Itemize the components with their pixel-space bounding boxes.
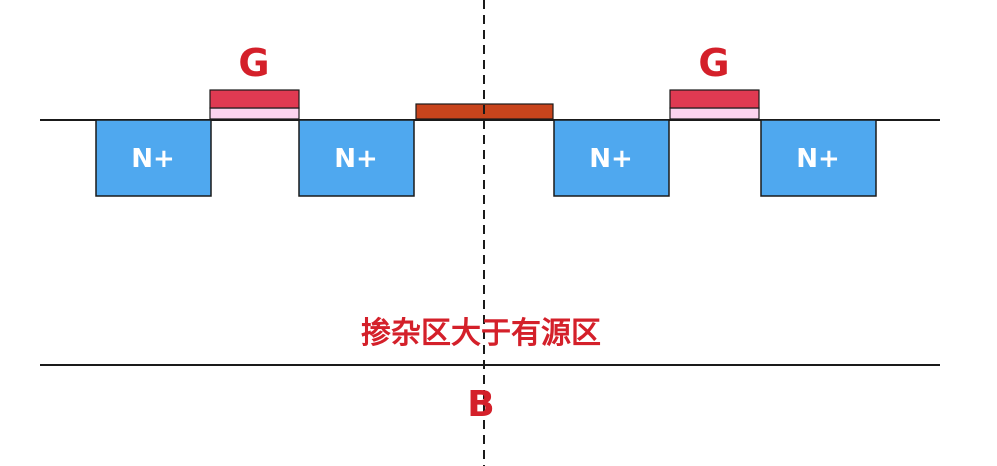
gate-label-left: G bbox=[238, 41, 269, 85]
doping-caption: 掺杂区大于有源区 bbox=[361, 316, 601, 351]
n-plus-region-1 bbox=[95, 119, 212, 197]
body-label: B bbox=[467, 384, 494, 425]
n-plus-label-3: N+ bbox=[589, 144, 633, 174]
gate-label-right: G bbox=[698, 41, 729, 85]
gate-oxide-left bbox=[209, 107, 300, 120]
n-plus-label-2: N+ bbox=[334, 144, 378, 174]
n-plus-region-4 bbox=[760, 119, 877, 197]
n-plus-region-3 bbox=[553, 119, 670, 197]
gate-electrode-right bbox=[669, 89, 760, 109]
gate-oxide-right bbox=[669, 107, 760, 120]
n-plus-region-2 bbox=[298, 119, 415, 197]
n-plus-label-4: N+ bbox=[796, 144, 840, 174]
gate-electrode-left bbox=[209, 89, 300, 109]
n-plus-label-1: N+ bbox=[131, 144, 175, 174]
